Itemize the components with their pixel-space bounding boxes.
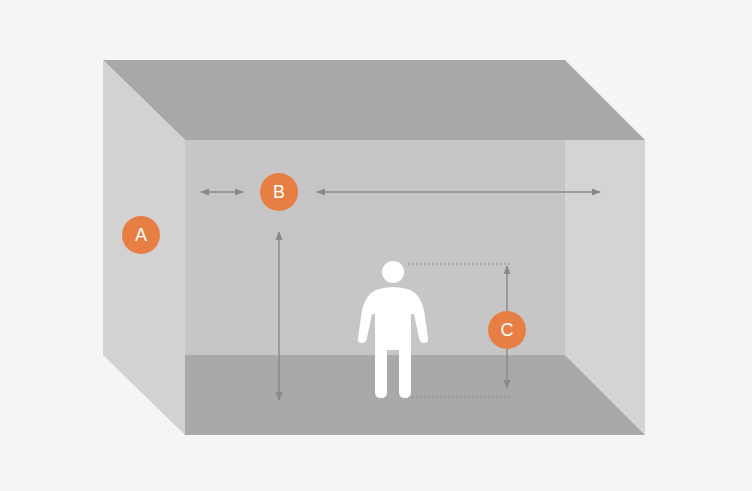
callout-letter: C	[501, 321, 514, 339]
guide-line	[408, 397, 512, 398]
left-wall	[103, 60, 185, 435]
callout-circle: C	[488, 311, 526, 349]
guide-line	[408, 264, 512, 265]
dimension-arrow	[278, 232, 280, 400]
callout-letter: B	[273, 183, 285, 201]
dimension-arrow	[201, 191, 243, 193]
floor	[185, 355, 645, 435]
callout-circle: A	[122, 216, 160, 254]
person-figure	[358, 261, 428, 398]
dimension-arrow	[317, 191, 600, 193]
callout-letter: A	[135, 226, 147, 244]
ceiling	[103, 60, 645, 140]
callout-circle: B	[260, 173, 298, 211]
